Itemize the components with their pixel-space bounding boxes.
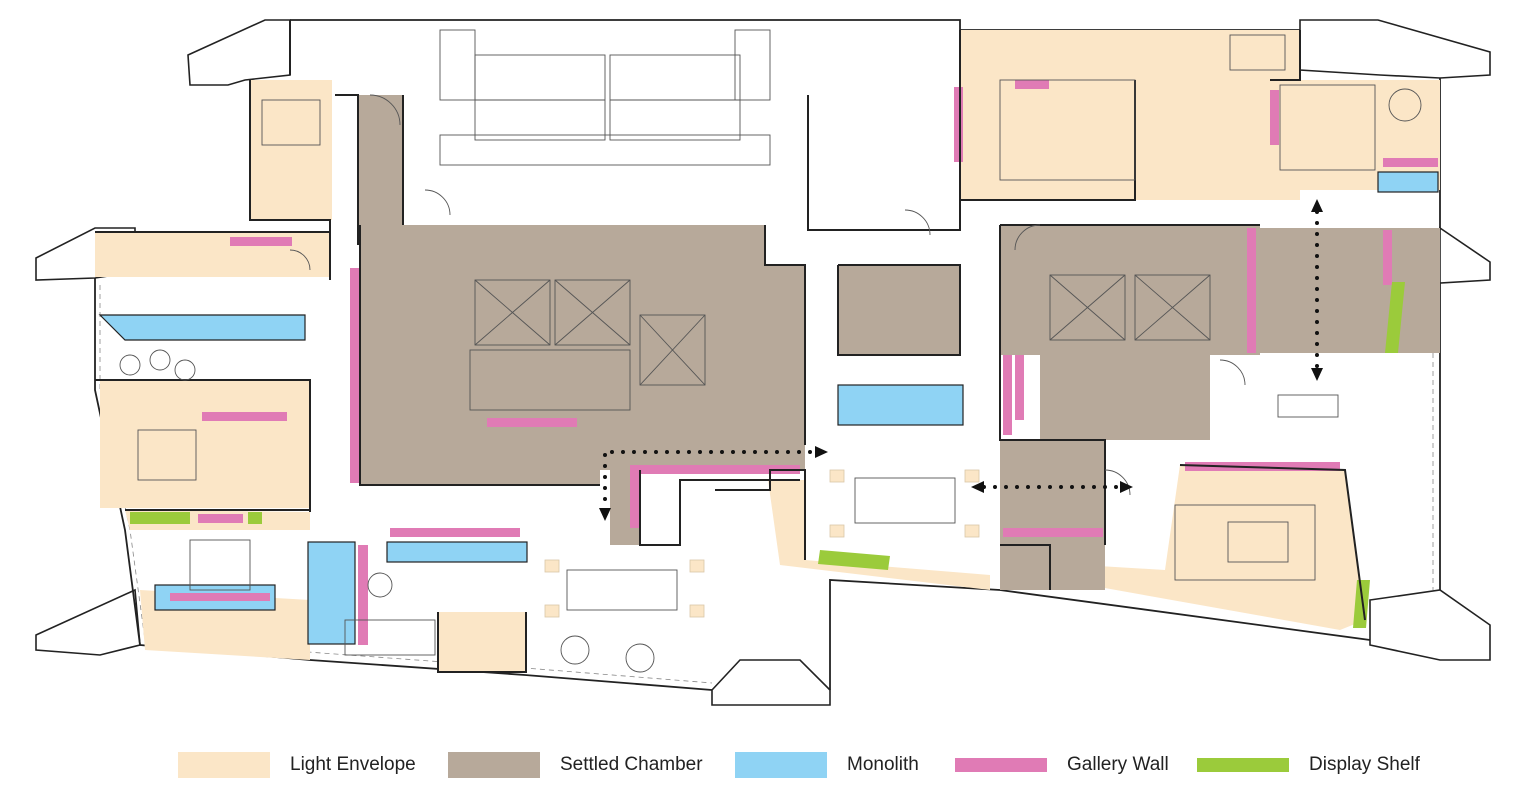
legend-label-settled-chamber: Settled Chamber (560, 754, 703, 775)
legend-item-monolith: Monolith (735, 745, 919, 785)
legend-swatch-display-shelf (1197, 758, 1289, 772)
legend-item-light-envelope: Light Envelope (178, 745, 416, 785)
legend-label-light-envelope: Light Envelope (290, 754, 416, 775)
floor-plan (35, 19, 1491, 706)
legend-item-settled-chamber: Settled Chamber (448, 745, 703, 785)
arrowhead-right (815, 446, 828, 458)
legend-label-gallery-wall: Gallery Wall (1067, 754, 1169, 775)
southeast-wing (1369, 589, 1491, 661)
gallery-walls (170, 80, 1438, 645)
circulation-arrows (603, 210, 1319, 510)
legend-swatch-gallery-wall (955, 758, 1047, 772)
fixtures-and-furniture (119, 29, 1422, 673)
building-outline (35, 19, 1491, 706)
legend-label-display-shelf: Display Shelf (1309, 754, 1420, 775)
northeast-wing (1299, 19, 1491, 79)
walls (95, 20, 1366, 673)
circulation-arrowheads (599, 199, 1323, 521)
legend-item-gallery-wall: Gallery Wall (955, 745, 1169, 785)
dining-chairs (544, 469, 980, 618)
arrowhead-down (599, 508, 611, 521)
arrowhead-left (971, 481, 984, 493)
legend-label-monolith: Monolith (847, 754, 919, 775)
legend: Light Envelope Settled Chamber Monolith … (0, 745, 1530, 785)
legend-swatch-light-envelope (178, 752, 270, 778)
east-wing (1439, 226, 1491, 284)
arrowhead-down (1311, 368, 1323, 381)
display-shelves (130, 282, 1405, 628)
legend-item-display-shelf: Display Shelf (1197, 745, 1420, 785)
southwest-wing (35, 588, 141, 656)
legend-swatch-monolith (735, 752, 827, 778)
arrowhead-up (1311, 199, 1323, 212)
northwest-wing (187, 19, 291, 86)
arrowhead-right (1120, 481, 1133, 493)
legend-swatch-settled-chamber (448, 752, 540, 778)
south-wing (711, 659, 831, 706)
